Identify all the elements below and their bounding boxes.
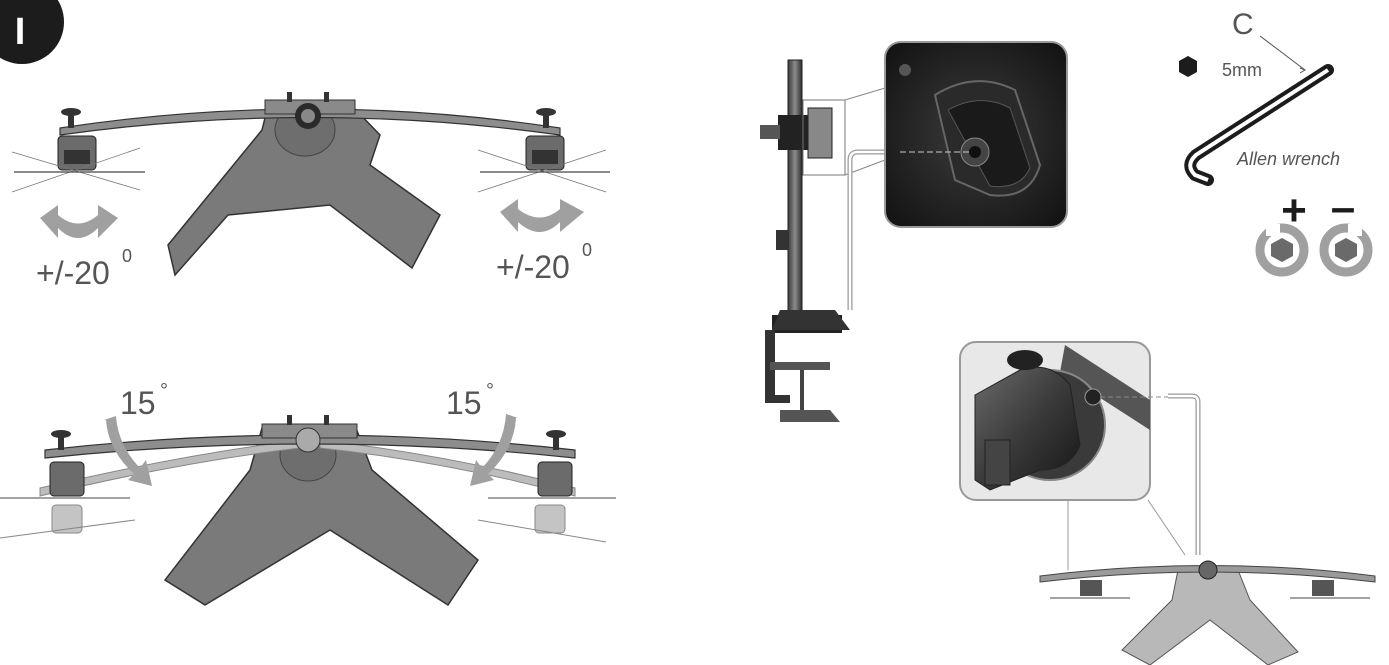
rotate-arrow-icon xyxy=(104,416,152,486)
base-plate xyxy=(167,105,441,277)
tool-panel: C 5mm Allen wrench xyxy=(1179,8,1340,186)
tilt-view: +/-20 0 +/-20 0 xyxy=(11,92,610,291)
rotate-arrow-icon xyxy=(470,414,518,486)
rotate-view: 15 ° 15 ° xyxy=(0,380,616,607)
allen-wrench-icon xyxy=(1184,64,1334,186)
tilt-right-sup: 0 xyxy=(582,240,592,260)
small-stand xyxy=(1039,560,1376,665)
tighten-icon xyxy=(1255,223,1309,277)
right-vesa-head xyxy=(477,108,610,193)
zoom-detail-top xyxy=(884,41,1068,228)
tool-letter: C xyxy=(1232,8,1254,41)
tool-size: 5mm xyxy=(1222,60,1262,80)
hex-icon xyxy=(1179,56,1197,77)
pole-mount xyxy=(760,59,850,422)
tilt-arrow-icon xyxy=(500,199,584,232)
rotate-right-label: 15 xyxy=(446,385,482,421)
tool-name: Allen wrench xyxy=(1236,149,1340,169)
crossbar-arm xyxy=(59,108,561,136)
rotate-right-sup: ° xyxy=(486,380,494,402)
left-vesa-head xyxy=(11,108,145,193)
rotate-left-label: 15 xyxy=(120,385,156,421)
adjust-panel: + – xyxy=(1255,183,1373,277)
rotate-left-sup: ° xyxy=(160,380,168,402)
crossbar-arm xyxy=(44,434,576,459)
loosen-icon xyxy=(1319,223,1373,277)
step-badge: I xyxy=(0,0,64,64)
tilt-right-label: +/-20 xyxy=(496,249,570,285)
tilt-left-sup: 0 xyxy=(122,246,132,266)
step-label: I xyxy=(15,11,26,53)
tilt-left-label: +/-20 xyxy=(36,255,110,291)
zoom-detail-bottom xyxy=(959,341,1170,501)
tilt-arrow-icon xyxy=(40,205,118,238)
